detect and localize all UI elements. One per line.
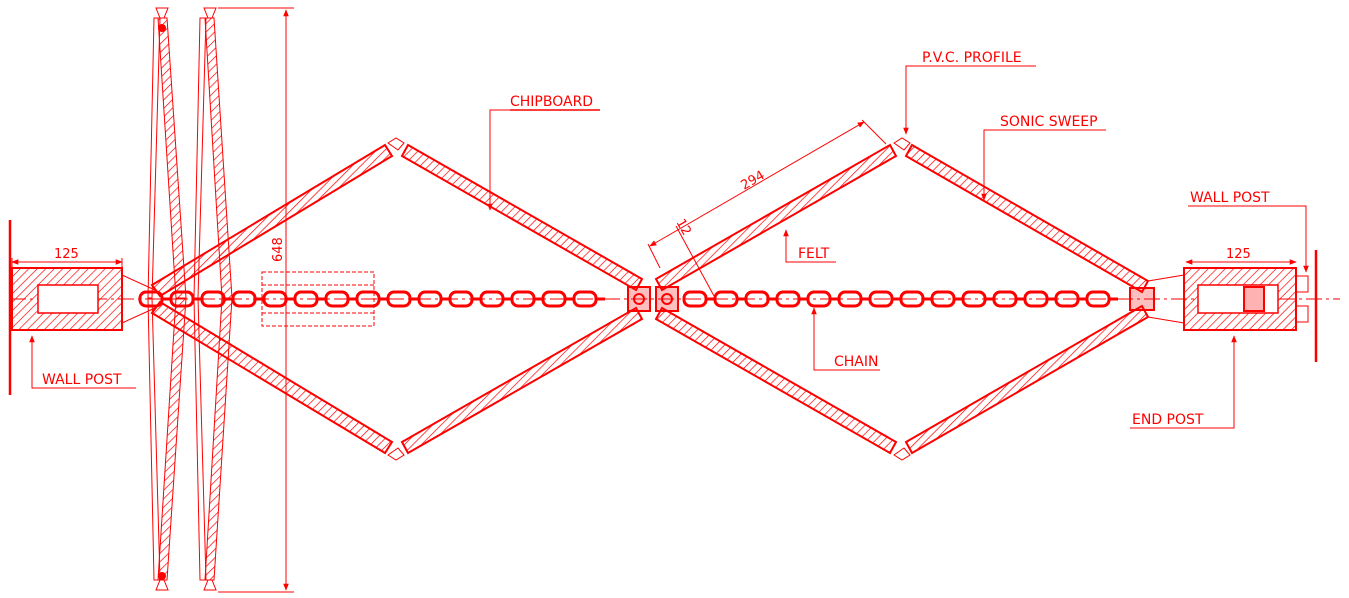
dimension-post-right: 125 [1185, 247, 1297, 265]
callout-pvc-profile: P.V.C. PROFILE [903, 50, 1036, 135]
callout-chipboard: CHIPBOARD [487, 94, 600, 211]
label-sonic-sweep: SONIC SWEEP [1000, 114, 1098, 130]
callout-felt: FELT [783, 229, 836, 263]
label-felt: FELT [798, 246, 830, 262]
dimension-stack-height-text: 648 [271, 237, 286, 262]
label-wall-post-left: WALL POST [42, 372, 122, 388]
right-end-post [1129, 250, 1318, 362]
dimension-panel-thickness: 12 [673, 217, 715, 297]
center-hinge [627, 286, 679, 312]
label-chain: CHAIN [834, 354, 878, 370]
dimension-panel-length: 294 [647, 119, 887, 269]
dimension-post-left-text: 125 [54, 247, 79, 262]
chain [138, 290, 1118, 308]
callout-sonic-sweep: SONIC SWEEP [981, 114, 1106, 201]
callout-wall-post-left: WALL POST [29, 335, 136, 389]
callout-chain: CHAIN [811, 307, 880, 371]
dimension-panel-length-text: 294 [739, 168, 768, 193]
label-chipboard: CHIPBOARD [510, 94, 593, 110]
dimension-post-right-text: 125 [1226, 247, 1251, 262]
label-wall-post-right: WALL POST [1190, 190, 1270, 206]
callout-end-post: END POST [1130, 335, 1237, 429]
callout-wall-post-right: WALL POST [1188, 190, 1309, 273]
left-wall-post [8, 220, 156, 395]
dimension-post-left: 125 [11, 247, 123, 268]
panel-pair-left [387, 137, 644, 461]
dimension-panel-thickness-text: 12 [673, 217, 694, 239]
dimension-stack-height: 648 [218, 7, 294, 593]
label-end-post: END POST [1132, 412, 1204, 428]
label-pvc-profile: P.V.C. PROFILE [922, 50, 1022, 66]
